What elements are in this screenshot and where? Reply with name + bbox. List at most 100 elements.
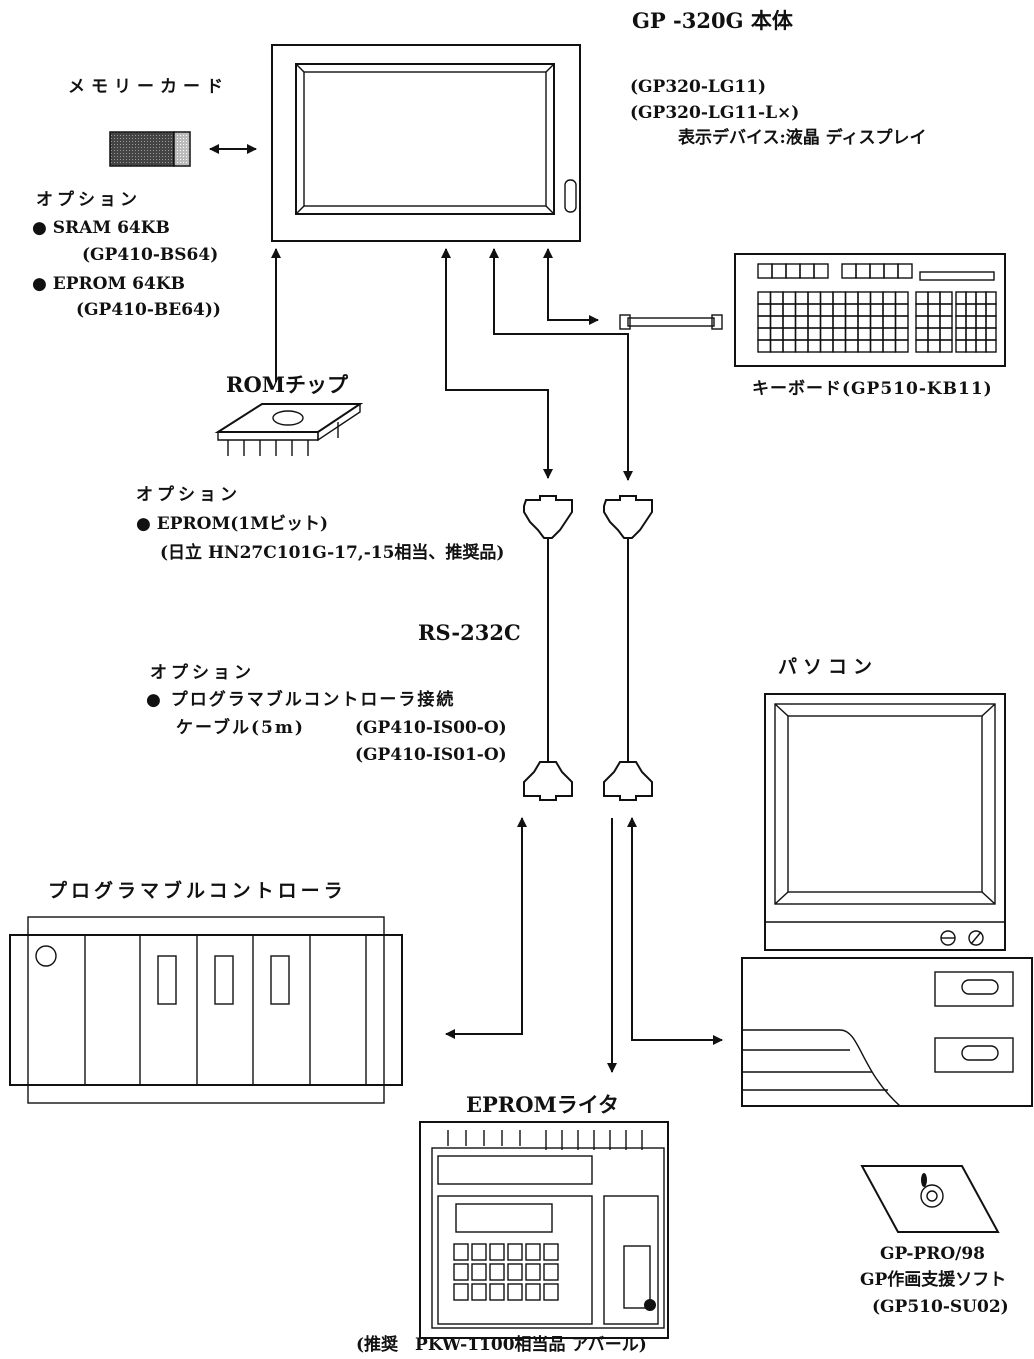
- keyboard-key: [858, 292, 871, 304]
- plc-graphic: [10, 917, 402, 1103]
- plc-title: プログラマブルコントローラ: [48, 882, 347, 901]
- memory-card-eprom: ● EPROM 64KB: [32, 276, 185, 293]
- writer-key: [544, 1264, 558, 1280]
- keyboard-key: [940, 340, 952, 352]
- keyboard-key: [976, 316, 986, 328]
- keyboard-key: [833, 328, 846, 340]
- keyboard-key: [796, 340, 809, 352]
- bullet: ●: [32, 218, 47, 238]
- writer-key: [544, 1284, 558, 1300]
- keyboard-key: [883, 292, 896, 304]
- keyboard-key: [916, 340, 928, 352]
- keyboard-key: [796, 304, 809, 316]
- gp-unit-model-1: (GP320-LG11): [630, 79, 766, 96]
- keyboard-key: [986, 304, 996, 316]
- function-key: [800, 264, 814, 278]
- writer-key: [544, 1244, 558, 1260]
- gp-unit-graphic: [272, 45, 580, 241]
- software-name: GP-PRO/98: [880, 1246, 985, 1263]
- keyboard-key: [771, 340, 784, 352]
- keyboard-key: [821, 340, 834, 352]
- cable-title: RS-232C: [418, 622, 521, 643]
- keyboard-key: [956, 304, 966, 316]
- writer-key: [454, 1244, 468, 1260]
- keyboard-key: [940, 328, 952, 340]
- keyboard-key: [771, 304, 784, 316]
- keyboard-key: [783, 292, 796, 304]
- cable-routing-lines: [446, 249, 628, 480]
- keyboard-key: [966, 304, 976, 316]
- keyboard-label: キーボード(GP510-KB11): [752, 381, 993, 398]
- keyboard-key: [808, 340, 821, 352]
- writer-key: [508, 1244, 522, 1260]
- keyboard-key: [833, 340, 846, 352]
- keyboard-key: [940, 316, 952, 328]
- cable-length: ケーブル(5m): [176, 720, 305, 737]
- function-key: [814, 264, 828, 278]
- keyboard-key: [916, 292, 928, 304]
- keyboard-key: [916, 328, 928, 340]
- software-model: (GP510-SU02): [872, 1299, 1009, 1316]
- gp-unit-model-2: (GP320-LG11-L×): [630, 105, 799, 122]
- pc-body-graphic: [742, 958, 1032, 1106]
- keyboard-key: [976, 328, 986, 340]
- keyboard-key: [796, 292, 809, 304]
- keyboard-key: [871, 316, 884, 328]
- keyboard-key: [883, 304, 896, 316]
- keyboard-key: [821, 292, 834, 304]
- keyboard-key: [883, 316, 896, 328]
- function-key: [870, 264, 884, 278]
- keyboard-key: [976, 304, 986, 316]
- keyboard-key: [796, 328, 809, 340]
- keyboard-key: [966, 292, 976, 304]
- writer-key: [472, 1284, 486, 1300]
- keyboard-key: [871, 292, 884, 304]
- keyboard-key: [796, 316, 809, 328]
- keyboard-key: [966, 328, 976, 340]
- keyboard-key: [896, 328, 909, 340]
- sram-label: SRAM 64KB: [53, 218, 170, 238]
- keyboard-key: [956, 340, 966, 352]
- keyboard-key: [758, 304, 771, 316]
- keyboard-key: [771, 292, 784, 304]
- keyboard-key: [858, 340, 871, 352]
- keyboard-key: [871, 304, 884, 316]
- memory-card-option-heading: オプション: [36, 192, 141, 209]
- pc-title: パソコン: [778, 658, 878, 677]
- writer-key: [454, 1284, 468, 1300]
- keyboard-key: [821, 328, 834, 340]
- keyboard-key: [928, 340, 940, 352]
- writer-key: [526, 1264, 540, 1280]
- keyboard-key: [956, 316, 966, 328]
- keyboard-key: [846, 340, 859, 352]
- eprom-label: EPROM 64KB: [53, 274, 185, 294]
- keyboard-key: [758, 340, 771, 352]
- writer-key: [526, 1284, 540, 1300]
- keyboard-key: [871, 340, 884, 352]
- keyboard-key: [846, 328, 859, 340]
- writer-key: [490, 1264, 504, 1280]
- keyboard-key: [896, 340, 909, 352]
- keyboard-key: [976, 340, 986, 352]
- keyboard-key: [928, 316, 940, 328]
- bullet: ●: [146, 690, 163, 710]
- keyboard-key: [956, 328, 966, 340]
- function-key: [772, 264, 786, 278]
- lower-connection-arrows: [446, 818, 722, 1072]
- keyboard-key: [986, 340, 996, 352]
- keyboard-key: [986, 292, 996, 304]
- memory-card-eprom-model: (GP410-BE64)): [76, 302, 221, 319]
- memory-card-sram-model: (GP410-BS64): [82, 247, 218, 264]
- keyboard-key: [783, 328, 796, 340]
- keyboard-key: [808, 304, 821, 316]
- pc-monitor-graphic: [765, 694, 1005, 950]
- rom-recommended-note: (日立 HN27C101G-17,-15相当、推奨品): [160, 545, 504, 562]
- keyboard-key: [956, 292, 966, 304]
- rs232c-cables: [524, 496, 652, 800]
- keyboard-key: [871, 328, 884, 340]
- keyboard-key: [916, 316, 928, 328]
- keyboard-graphic: [735, 254, 1005, 366]
- gp-unit-title: GP -320G 本体: [632, 10, 793, 31]
- writer-key: [454, 1264, 468, 1280]
- keyboard-key: [771, 316, 784, 328]
